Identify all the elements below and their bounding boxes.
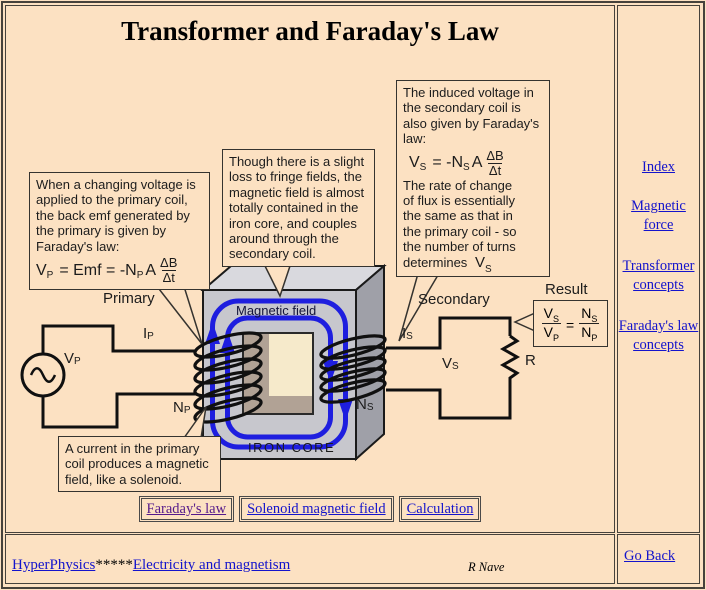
footer-cell — [5, 534, 615, 584]
sidebar-item-index[interactable]: Index — [641, 159, 675, 175]
secondary-emf-last-line: determines VS — [403, 253, 492, 275]
sidebar-item-transformer-concepts[interactable]: Transformer concepts — [622, 258, 695, 293]
go-back-link[interactable]: Go Back — [624, 548, 676, 564]
secondary-emf-callout: The induced voltage in the secondary coi… — [396, 80, 550, 278]
electricity-magnetism-link[interactable]: Electricity and magnetism — [132, 557, 291, 573]
page-title: Transformer and Faraday's Law — [121, 16, 499, 46]
primary-emf-callout: When a changing voltage is applied to th… — [29, 172, 210, 291]
secondary-emf-text-top: The induced voltage in the secondary coi… — [403, 85, 540, 147]
sidebar-item-faradays-law-concepts[interactable]: Faraday's law concepts — [618, 318, 699, 353]
result-vs-vp: VS VP — [541, 305, 562, 343]
nav-button-row: Faraday's law Solenoid magnetic field Ca… — [5, 496, 615, 522]
solenoid-text: A current in the primary coil produces a… — [65, 441, 209, 487]
result-label: Result — [545, 281, 588, 298]
sidebar-cell — [617, 5, 700, 533]
secondary-label: Secondary — [418, 291, 490, 308]
goback-cell — [617, 534, 700, 584]
fringe-field-text: Though there is a slight loss to fringe … — [229, 154, 365, 262]
fringe-field-callout: Though there is a slight loss to fringe … — [222, 149, 375, 267]
hyperphysics-link[interactable]: HyperPhysics — [12, 557, 96, 573]
magnetic-field-label: Magnetic field — [236, 303, 317, 318]
primary-emf-text: When a changing voltage is applied to th… — [36, 177, 196, 254]
go-back[interactable]: Go Back — [624, 548, 675, 565]
sidebar-item-magnetic-force[interactable]: Magnetic force — [631, 198, 686, 233]
result-formula-box: VS VP = NS NP — [533, 300, 608, 347]
r-symbol: R — [525, 352, 536, 369]
primary-label: Primary — [103, 290, 155, 307]
author-credit: R Nave — [468, 560, 505, 574]
faradays-law-button[interactable]: Faraday's law — [138, 496, 235, 522]
result-ns-np: NS NP — [579, 305, 600, 343]
footer-nav: HyperPhysics*****Electricity and magneti… — [12, 557, 290, 574]
calculation-link[interactable]: Calculation — [406, 501, 474, 517]
iron-core-label: IRON CORE — [248, 440, 336, 455]
faradays-law-link[interactable]: Faraday's law — [146, 501, 227, 517]
secondary-emf-text-bottom: The rate of change of flux is essentiall… — [403, 177, 517, 255]
footer-stars: ***** — [95, 557, 133, 573]
solenoid-callout: A current in the primary coil produces a… — [58, 436, 221, 493]
solenoid-magnetic-field-button[interactable]: Solenoid magnetic field — [239, 496, 394, 522]
solenoid-magnetic-field-link[interactable]: Solenoid magnetic field — [247, 501, 386, 517]
calculation-button[interactable]: Calculation — [398, 496, 482, 522]
